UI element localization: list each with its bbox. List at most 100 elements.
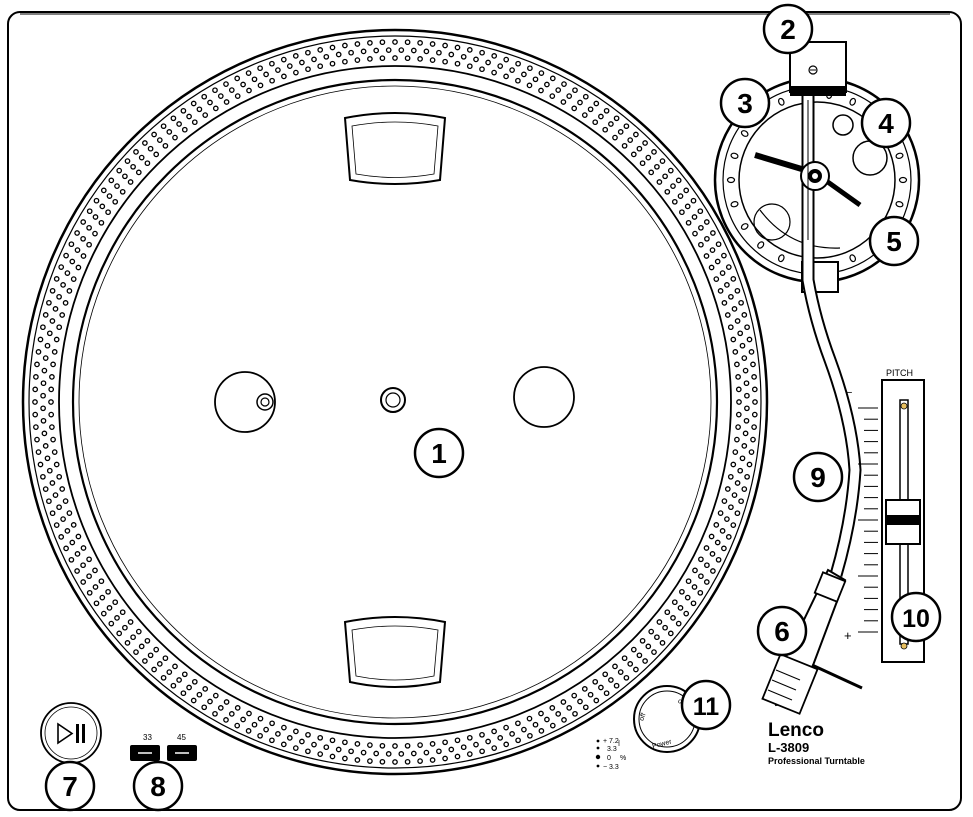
strobe-dot — [49, 318, 56, 324]
strobe-dot — [731, 306, 738, 312]
strobe-dot — [675, 620, 682, 627]
strobe-dot — [245, 728, 252, 734]
strobe-dot — [572, 710, 578, 717]
strobe-dot — [48, 399, 54, 405]
strobe-dot — [566, 93, 573, 99]
strobe-dot — [748, 449, 755, 455]
strobe-dot — [46, 498, 52, 505]
callout-circle — [792, 451, 844, 503]
strobe-dot — [42, 486, 49, 492]
strobe-dot — [269, 60, 275, 67]
strobe-dot — [734, 480, 741, 486]
strobe-dot — [49, 374, 55, 380]
strobe-dot — [509, 731, 515, 737]
strobe-dot — [114, 183, 120, 189]
strobe-dot — [98, 578, 105, 585]
strobe-dot — [713, 522, 720, 528]
strobe-dot — [40, 380, 47, 387]
start-stop-button[interactable] — [40, 702, 102, 764]
strobe-dot — [404, 742, 411, 749]
strobe-dot — [86, 556, 92, 563]
strobe-dot — [410, 750, 417, 757]
strobe-dot — [744, 324, 750, 331]
strobe-dot — [633, 131, 639, 138]
strobe-dot — [735, 386, 742, 393]
strobe-dot — [703, 545, 710, 551]
strobe-dot — [684, 203, 691, 210]
pitch-range-r4: − 3.3 — [603, 764, 619, 771]
strobe-dot — [106, 605, 113, 611]
strobe-dot — [86, 224, 92, 231]
strobe-dot — [748, 349, 755, 355]
strobe-dot — [627, 661, 634, 667]
strobe-dot — [651, 649, 657, 655]
strobe-dot — [335, 746, 342, 753]
strobe-dot — [56, 473, 63, 480]
strobe-dot — [269, 720, 275, 727]
strobe-dot — [460, 53, 467, 60]
strobe-dot — [734, 510, 741, 517]
strobe-dot — [448, 746, 455, 753]
strobe-dot — [100, 610, 107, 617]
strobe-dot — [201, 93, 208, 100]
strobe-dot — [714, 539, 721, 546]
strobe-dot — [662, 173, 668, 180]
strobe-dot — [98, 219, 105, 226]
strobe-dot — [491, 69, 497, 76]
strobe-dot — [212, 710, 218, 717]
strobe-dot — [281, 73, 287, 80]
strobe-dot — [99, 594, 106, 601]
strobe-dot — [442, 58, 448, 65]
speed-label-33: 33 — [143, 733, 152, 742]
strobe-dot — [538, 710, 544, 717]
strobe-dot — [746, 461, 753, 468]
strobe-dot — [329, 753, 336, 760]
strobe-dot — [269, 737, 275, 744]
strobe-dot — [479, 748, 485, 755]
strobe-dot — [42, 443, 49, 449]
strobe-dot — [404, 758, 411, 765]
strobe-dot — [732, 349, 739, 355]
speed-button-33[interactable] — [130, 745, 160, 761]
strobe-dot — [730, 336, 737, 343]
strobe-dot — [181, 671, 188, 678]
strobe-dot — [741, 355, 748, 361]
strobe-dot — [690, 600, 697, 607]
strobe-dot — [299, 59, 305, 66]
strobe-dot — [664, 188, 671, 195]
strobe-dot — [69, 539, 76, 546]
strobe-dot — [305, 49, 311, 56]
strobe-dot — [485, 738, 491, 745]
strobe-dot — [56, 504, 62, 511]
strobe-dot — [683, 187, 690, 194]
strobe-dot — [485, 59, 491, 66]
strobe-dot — [491, 728, 497, 735]
strobe-dot — [207, 99, 213, 106]
strobe-dot — [560, 699, 567, 705]
strobe-dot — [684, 594, 691, 601]
strobe-dot — [360, 48, 367, 55]
strobe-dot — [627, 137, 634, 143]
strobe-dot — [697, 208, 704, 215]
strobe-dot — [667, 630, 674, 637]
strobe-dot — [654, 163, 660, 170]
strobe-dot — [275, 67, 281, 73]
callout-circle — [680, 679, 732, 731]
strobe-dot — [342, 58, 348, 65]
callout-label: 2 — [780, 14, 796, 45]
strobe-dot — [603, 107, 610, 114]
strobe-dot — [743, 380, 750, 387]
strobe-dot — [133, 149, 139, 155]
speed-button-45[interactable] — [167, 745, 197, 761]
callout-4: 4 — [860, 97, 912, 149]
strobe-dot — [116, 630, 123, 637]
platter-hole-left — [214, 371, 276, 433]
callout-label: 6 — [774, 616, 790, 647]
strobe-dot — [40, 473, 46, 480]
strobe-dot — [691, 214, 698, 220]
pitch-slider-knob[interactable] — [885, 499, 921, 545]
strobe-dot — [429, 57, 436, 63]
strobe-dot — [736, 399, 742, 405]
strobe-dot — [217, 93, 224, 99]
tonearm — [800, 96, 862, 577]
